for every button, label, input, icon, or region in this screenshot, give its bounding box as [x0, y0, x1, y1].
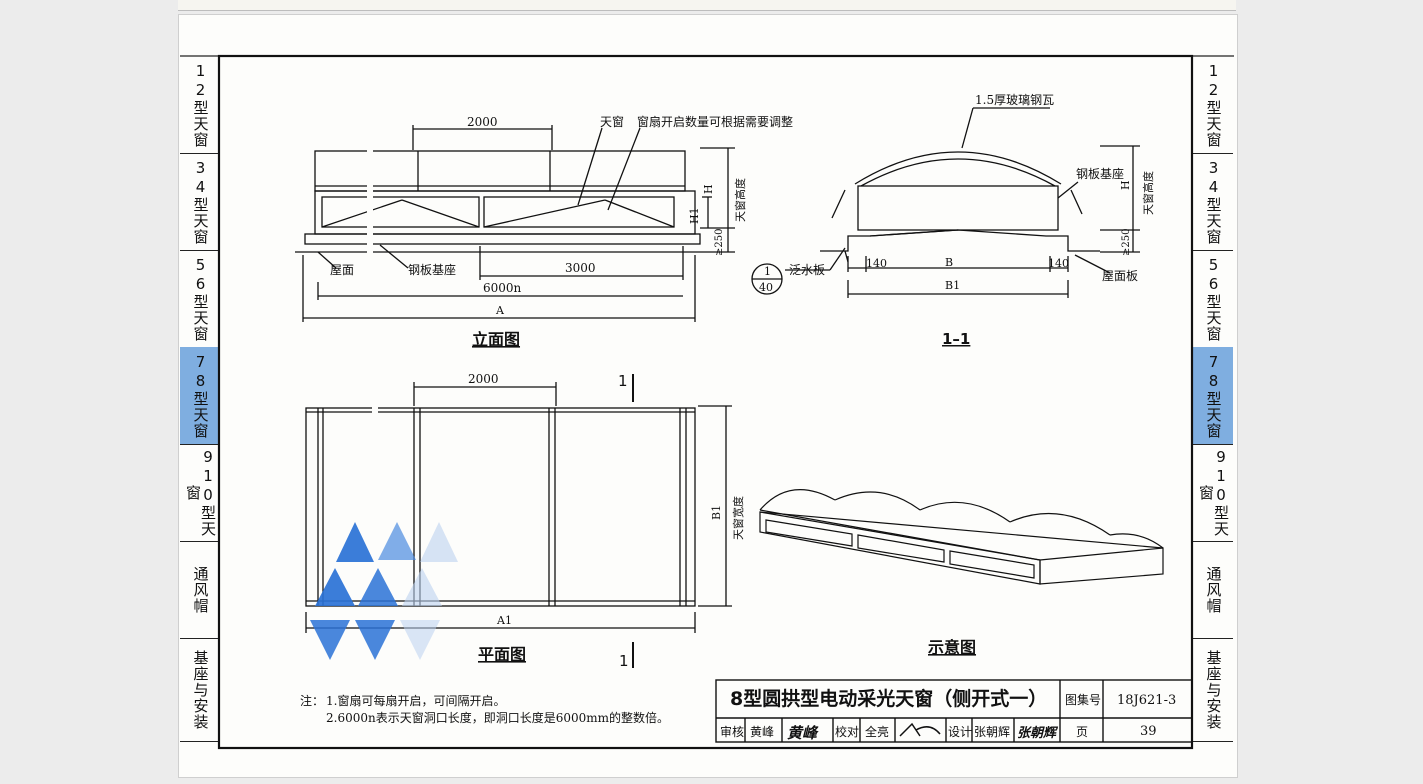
section-detail-page: 40 — [759, 281, 773, 294]
elev-label-skylight: 天窗 — [600, 115, 624, 129]
plan-cut-mark-bottom: 1 — [619, 652, 629, 670]
check-label: 校对 — [835, 724, 859, 739]
section-label-H: H — [1119, 180, 1132, 190]
drawing-page — [178, 14, 1238, 778]
tab-type-34[interactable]: 34型天窗 — [180, 153, 220, 251]
checker-signature — [899, 722, 941, 737]
section-dim-B1: B1 — [945, 279, 960, 292]
elevation-title: 立面图 — [472, 330, 520, 349]
plan-dim-A1: A1 — [496, 614, 512, 627]
section-dim-B: B — [945, 256, 953, 269]
plan-cut-mark-top: 1 — [618, 372, 628, 390]
elev-label-steel-base: 钢板基座 — [408, 262, 456, 277]
section-label-skylight-height: 天窗高度 — [1141, 171, 1155, 215]
tab-type-12[interactable]: 12型天窗 — [1193, 56, 1233, 154]
tab-type-78[interactable]: 78型天窗 — [180, 347, 220, 445]
designer-name: 张朝辉 — [974, 725, 1010, 739]
design-label: 设计 — [948, 725, 972, 739]
elev-dim-3000: 3000 — [565, 261, 596, 275]
section-label-steel-base: 钢板基座 — [1076, 166, 1124, 181]
elev-label-H1: H1 — [688, 207, 701, 224]
reviewer-signature: 黄峰 — [787, 724, 819, 742]
elev-label-H: H — [702, 184, 715, 194]
plan-dim-2000: 2000 — [468, 372, 499, 386]
tab-ventilation-cap[interactable]: 通风帽 — [180, 541, 220, 639]
plan-label-B1: B1 — [710, 505, 723, 520]
checker-name: 全亮 — [865, 724, 889, 739]
plan-title: 平面图 — [478, 645, 526, 664]
section-detail-num: 1 — [764, 265, 771, 278]
section-dim-140-right: 140 — [1048, 257, 1069, 270]
elevation-view — [295, 125, 735, 322]
tab-type-910[interactable]: 910型天窗 — [180, 444, 220, 542]
tab-type-910[interactable]: 910型天窗 — [1193, 444, 1233, 542]
tab-base-install[interactable]: 基座与安装 — [180, 638, 220, 742]
atlas-number: 18J621-3 — [1117, 693, 1176, 708]
notes-prefix: 注： — [300, 693, 324, 708]
title-block-title: 8型圆拱型电动采光天窗（侧开式一） — [730, 687, 1047, 710]
elev-dim-2000: 2000 — [467, 115, 498, 129]
elev-dim-6000n: 6000n — [483, 281, 522, 295]
iso-title: 示意图 — [928, 638, 976, 657]
designer-signature: 张朝辉 — [1017, 725, 1059, 741]
watermark-logo — [310, 522, 458, 660]
section-label-roof-panel: 屋面板 — [1102, 269, 1138, 283]
review-label: 审核 — [720, 724, 744, 739]
tab-type-12[interactable]: 12型天窗 — [180, 56, 220, 154]
section-label-flashing: 泛水板 — [789, 263, 825, 277]
section-label-frp: 1.5厚玻璃钢瓦 — [975, 93, 1054, 107]
drawing-frame — [217, 54, 1194, 750]
elev-dim-A: A — [495, 304, 505, 317]
tab-type-34[interactable]: 34型天窗 — [1193, 153, 1233, 251]
section-view — [751, 107, 1140, 298]
elev-label-roof: 屋面 — [330, 263, 354, 277]
atlas-label: 图集号 — [1065, 692, 1101, 707]
elev-label-sash-note: 窗扇开启数量可根据需要调整 — [637, 114, 793, 129]
tab-base-install[interactable]: 基座与安装 — [1193, 638, 1233, 742]
elev-label-250: ≥250 — [714, 229, 725, 256]
reviewer-name: 黄峰 — [750, 725, 774, 739]
title-block — [715, 679, 1193, 743]
tab-ventilation-cap[interactable]: 通风帽 — [1193, 541, 1233, 639]
elev-label-skylight-height: 天窗高度 — [733, 178, 747, 222]
isometric-view — [759, 489, 1164, 585]
plan-view — [305, 374, 732, 668]
notes-line-1: 1.窗扇可每扇开启，可间隔开启。 — [326, 693, 505, 708]
section-title: 1–1 — [942, 330, 970, 348]
notes-line-2: 2.6000n表示天窗洞口长度，即洞口长度是6000mm的整数倍。 — [326, 710, 669, 725]
plan-label-skylight-width: 天窗宽度 — [731, 496, 745, 540]
section-dim-140-left: 140 — [866, 257, 887, 270]
page-label: 页 — [1076, 725, 1088, 739]
page-number: 39 — [1140, 724, 1157, 739]
previous-page-edge — [178, 0, 1236, 11]
section-label-250: ≥250 — [1121, 229, 1132, 256]
tab-type-78[interactable]: 78型天窗 — [1193, 347, 1233, 445]
